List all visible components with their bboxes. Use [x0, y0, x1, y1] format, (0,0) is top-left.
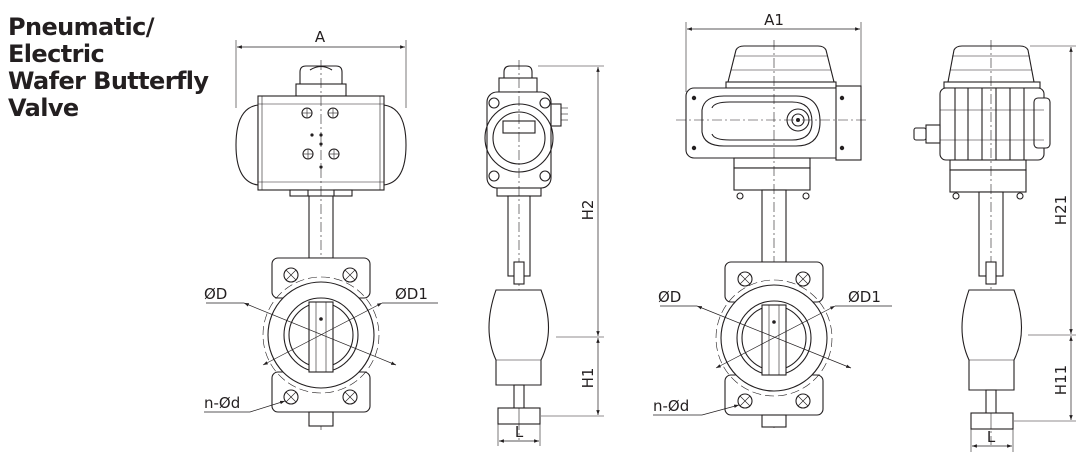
label-l: L	[515, 423, 524, 441]
label-h2: H2	[579, 200, 597, 221]
electric-side-view: H21 H11 L	[913, 40, 1076, 452]
title-line: Pneumatic/	[8, 13, 155, 41]
dimension-h11: H11	[1014, 336, 1076, 422]
dimension-od1-electric: ØD1	[715, 288, 892, 369]
label-h11: H11	[1052, 365, 1070, 395]
pneumatic-side-view: H2 H1 L	[484, 60, 604, 446]
label-a: A	[315, 28, 326, 46]
label-h1: H1	[579, 368, 597, 389]
dimension-h1: H1	[541, 338, 604, 417]
dimension-a1: A1	[685, 11, 862, 92]
title-line: Wafer Butterfly	[8, 67, 209, 95]
label-nd-electric: n-Ød	[653, 397, 689, 415]
pneumatic-actuator-side	[484, 65, 568, 197]
label-od: ØD	[204, 285, 227, 303]
dimension-l: L	[497, 423, 541, 446]
electric-actuator	[685, 45, 862, 200]
dimension-h2: H2	[538, 65, 604, 338]
title-line: Electric	[8, 40, 105, 68]
pneumatic-actuator	[235, 65, 407, 197]
dimension-od1: ØD1	[262, 285, 438, 366]
valve-body	[262, 257, 380, 427]
dimension-nd: n-Ød	[204, 394, 286, 413]
label-l-electric: L	[987, 428, 996, 446]
electric-actuator-side	[913, 45, 1051, 200]
label-od-electric: ØD	[658, 288, 681, 306]
valve-body-electric	[715, 261, 833, 428]
dimension-a: A	[235, 28, 407, 108]
dimension-nd-electric: n-Ød	[653, 397, 740, 416]
electric-front-view: A1	[653, 11, 892, 430]
label-h21: H21	[1052, 195, 1070, 225]
label-a1: A1	[764, 11, 784, 29]
dimension-l-electric: L	[970, 428, 1014, 452]
label-od1-electric: ØD1	[848, 288, 881, 306]
valve-body-electric-side	[961, 261, 1022, 430]
pneumatic-front-view: A	[204, 28, 438, 430]
title-line: Valve	[8, 94, 79, 122]
page-title: Pneumatic/ Electric Wafer Butterfly Valv…	[8, 13, 209, 122]
dimension-h21: H21	[1028, 45, 1076, 336]
valve-body-side	[488, 261, 549, 425]
label-od1: ØD1	[395, 285, 428, 303]
label-nd: n-Ød	[204, 394, 240, 412]
